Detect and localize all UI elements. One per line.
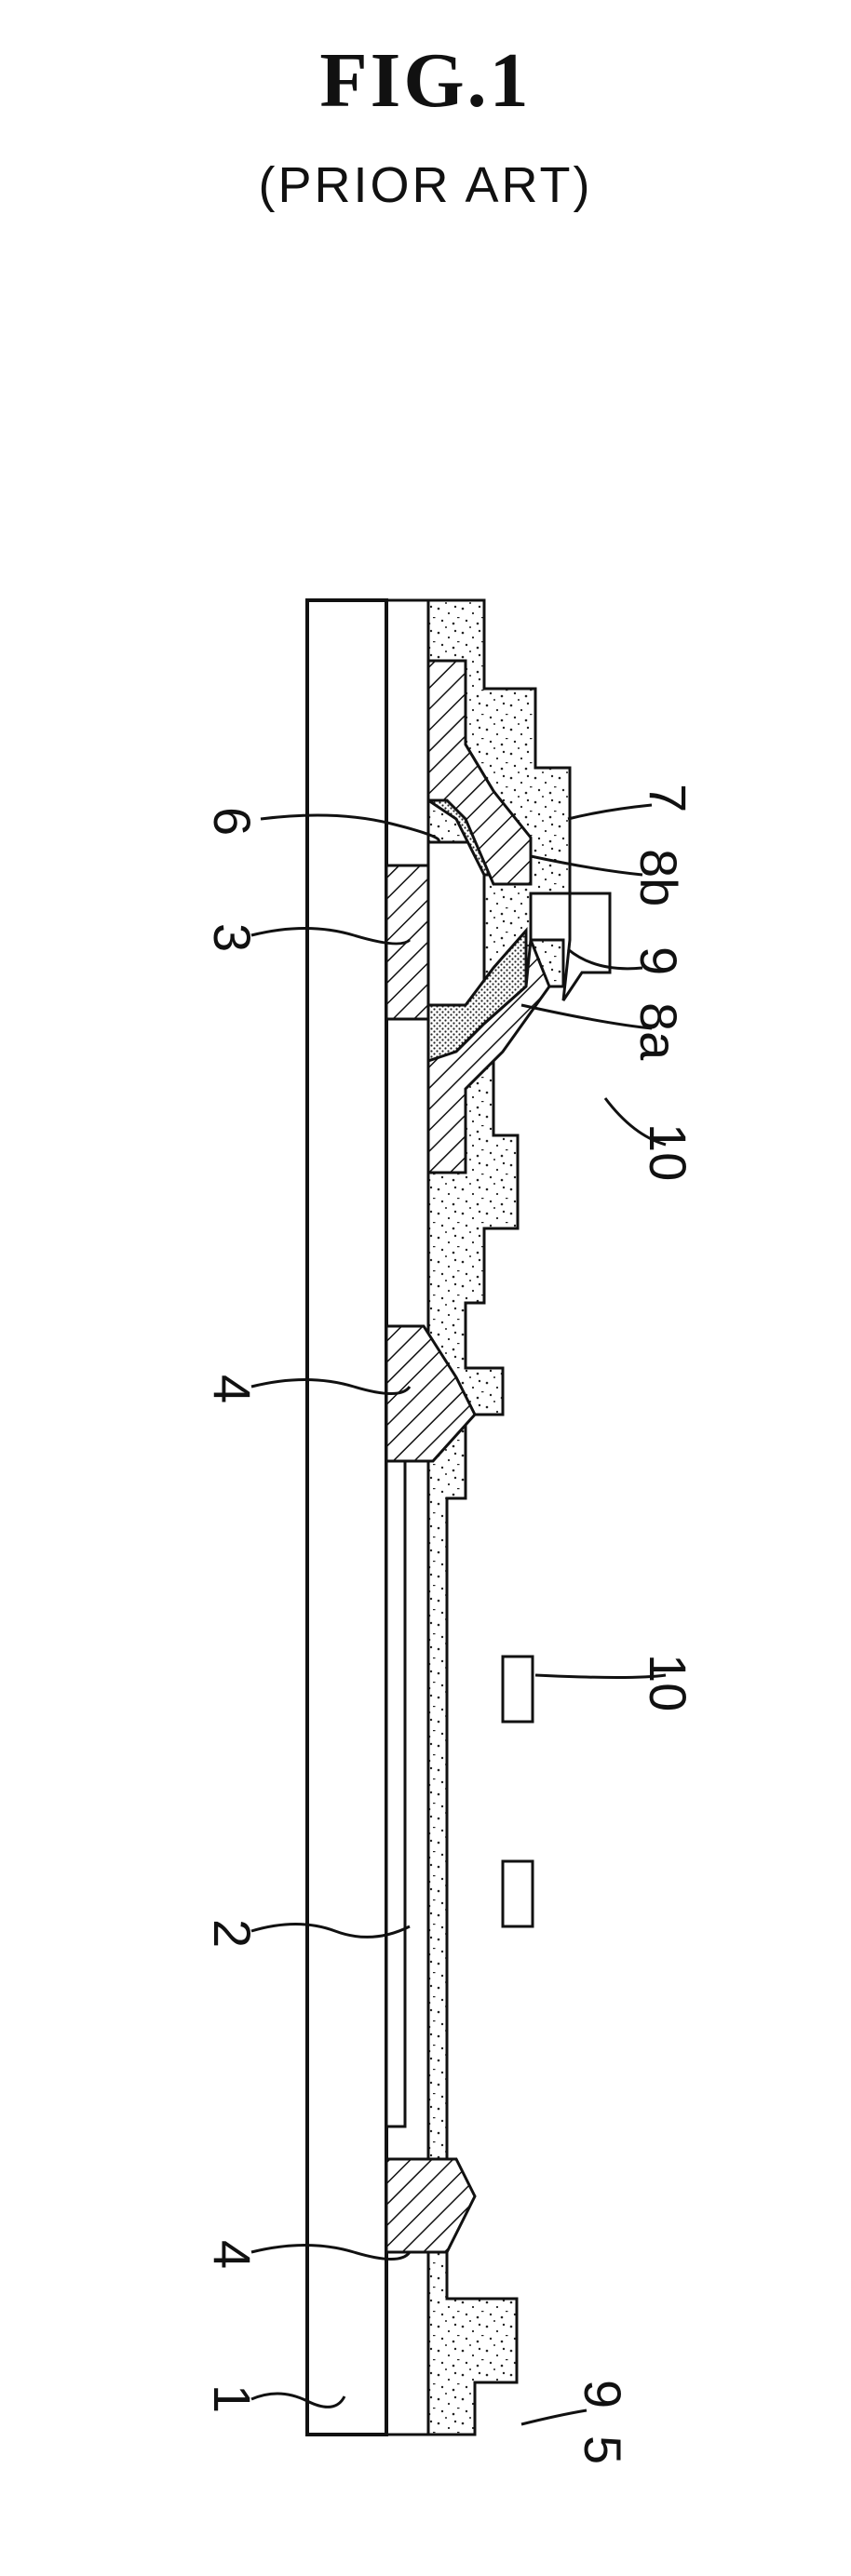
label-1: 1 <box>203 2384 262 2413</box>
pixel-electrode-2 <box>386 1410 405 2127</box>
transparent-electrode-10-upper <box>563 893 610 1000</box>
label-2: 2 <box>203 1919 262 1948</box>
transparent-electrode-10-lower <box>503 1657 533 1722</box>
label-9-lower: 9 <box>574 2380 632 2408</box>
label-3: 3 <box>203 923 262 952</box>
transparent-electrode-10-lower-b <box>503 1861 533 1926</box>
label-9-upper: 9 <box>629 946 688 975</box>
label-4-lower: 4 <box>203 2240 262 2269</box>
substrate-1 <box>307 600 386 2435</box>
source-drain-4-lower <box>386 2159 475 2252</box>
label-5: 5 <box>574 2435 632 2464</box>
label-7: 7 <box>639 784 697 812</box>
label-10-lower: 10 <box>639 1654 697 1711</box>
label-4-upper: 4 <box>203 1375 262 1403</box>
label-6: 6 <box>203 807 262 836</box>
label-8a: 8a <box>629 1002 688 1061</box>
label-8b: 8b <box>629 849 688 906</box>
label-10-upper: 10 <box>639 1123 697 1181</box>
